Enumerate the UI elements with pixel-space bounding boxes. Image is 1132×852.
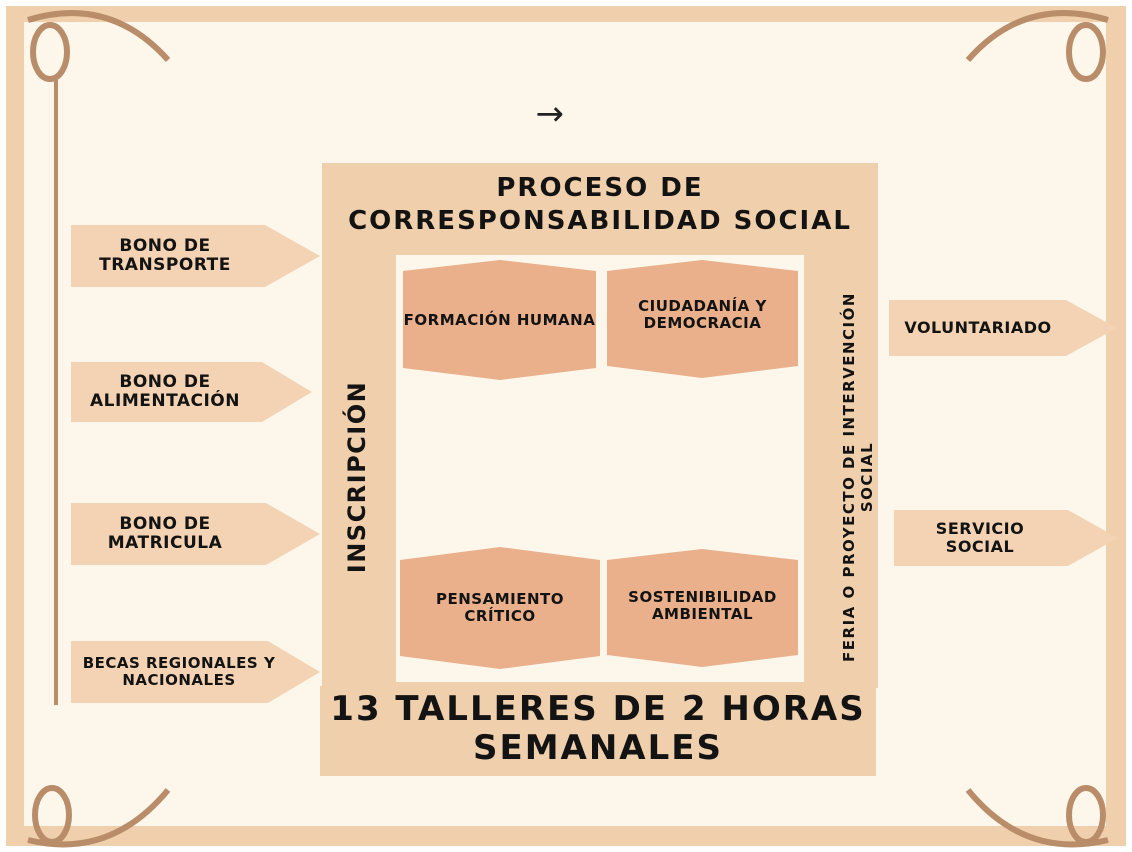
corner-loop-bottom-right <box>965 785 1109 848</box>
output-arrow-2 <box>894 510 1118 566</box>
workshop-label-3: PENSAMIENTO CRÍTICO <box>436 590 564 625</box>
workshop-label-2: CIUDADANÍA Y DEMOCRACIA <box>638 297 767 332</box>
corner-loop-top-right <box>965 10 1109 82</box>
workshop-shape-4 <box>607 549 798 667</box>
input-arrow-4 <box>71 641 320 703</box>
output-arrow-1 <box>889 300 1117 356</box>
diagram-footer: 13 TALLERES DE 2 HORAS SEMANALES <box>330 689 866 769</box>
workshop-label-1: FORMACIÓN HUMANA <box>403 310 596 329</box>
corner-loop-bottom-left <box>27 785 171 848</box>
input-arrow-3 <box>71 503 320 565</box>
workshop-label-4: SOSTENIBILIDAD AMBIENTAL <box>628 588 777 623</box>
corner-loop-top-left <box>27 10 171 82</box>
right-arrow-icon: → <box>535 94 565 134</box>
input-arrow-2 <box>71 362 312 422</box>
input-label-4: BECAS REGIONALES Y NACIONALES <box>82 654 276 689</box>
footer-block <box>320 686 876 776</box>
input-label-2: BONO DE ALIMENTACIÓN <box>90 371 240 411</box>
workshop-shape-3 <box>400 547 600 669</box>
input-arrow-1 <box>71 225 320 287</box>
output-label-1: VOLUNTARIADO <box>904 318 1052 338</box>
workshop-shape-1 <box>403 260 596 380</box>
output-label-2: SERVICIO SOCIAL <box>935 519 1025 556</box>
input-label-1: BONO DE TRANSPORTE <box>99 235 231 275</box>
diagram-title: PROCESO DE CORRESPONSABILIDAD SOCIAL <box>348 173 852 236</box>
input-label-3: BONO DE MATRICULA <box>107 513 223 553</box>
workshop-shape-2 <box>607 260 798 378</box>
